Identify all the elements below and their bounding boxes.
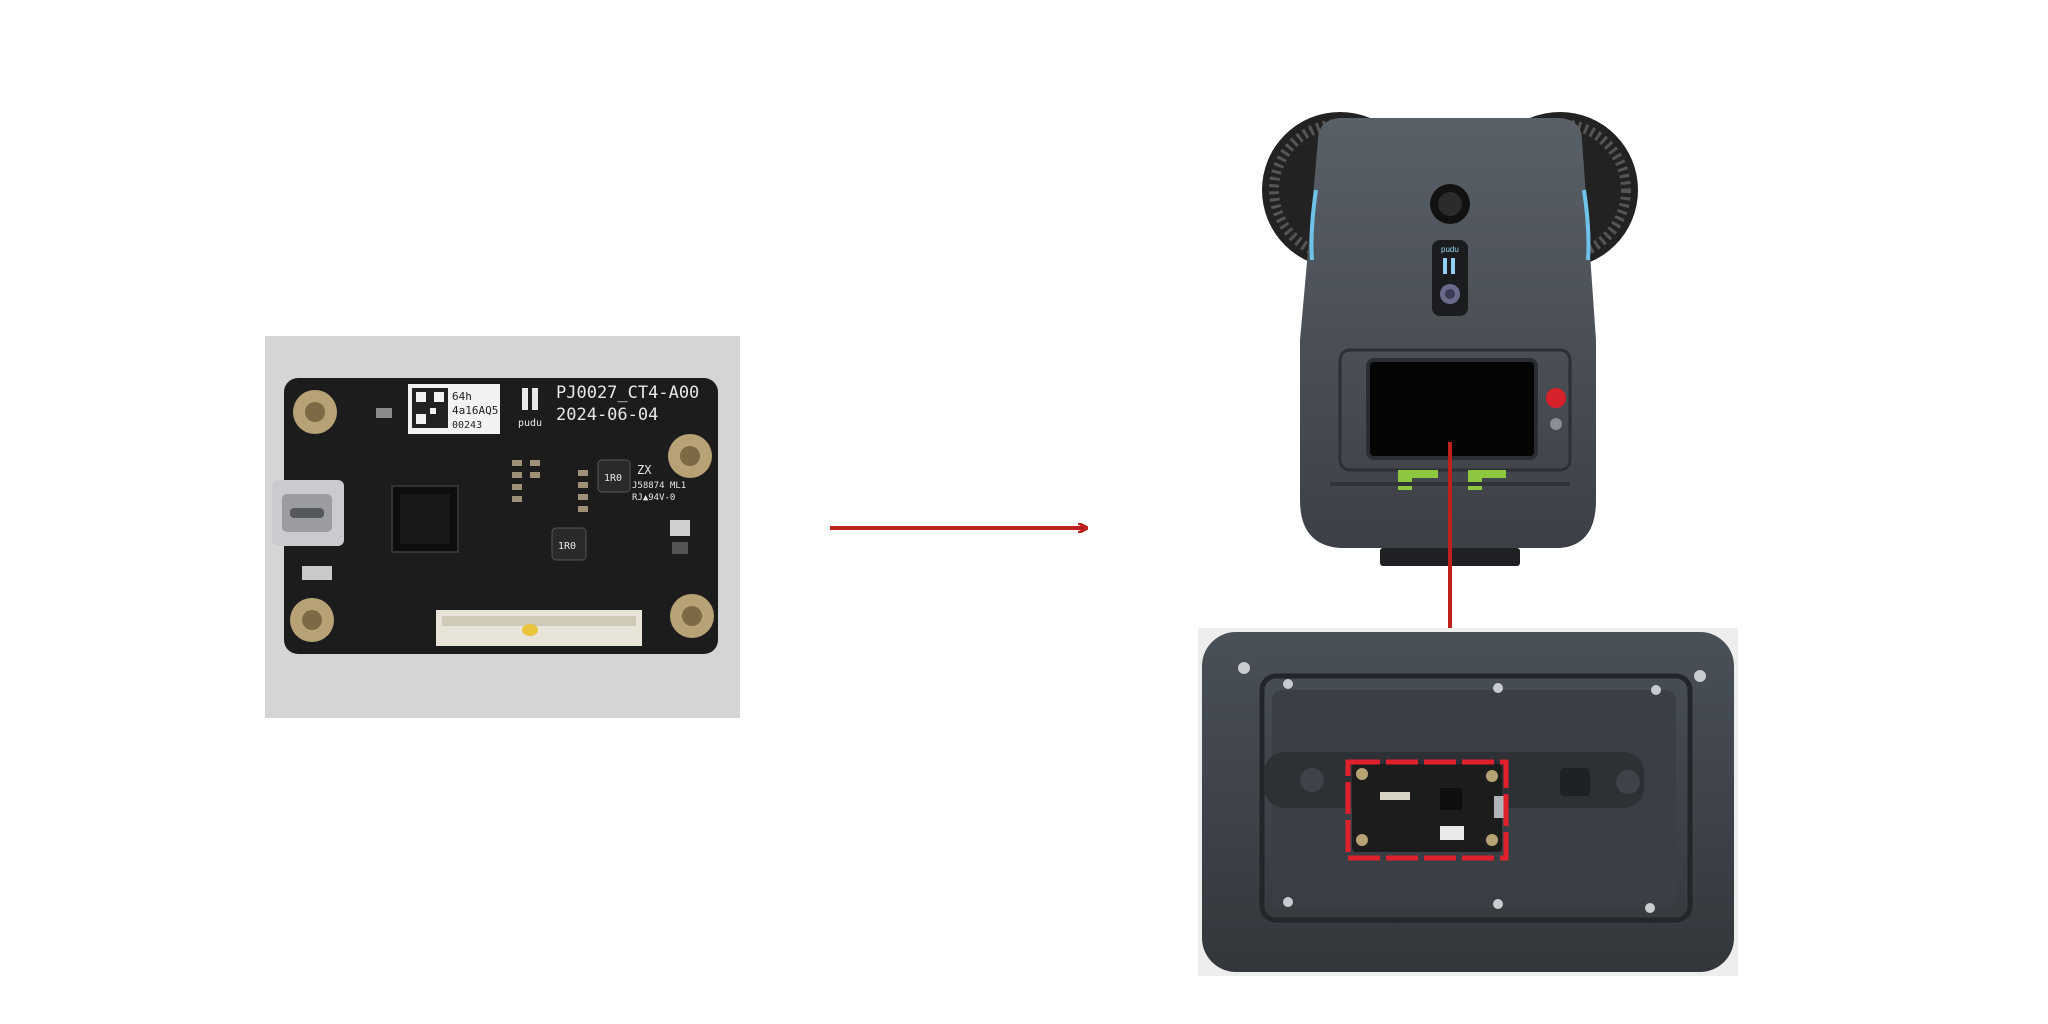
fpc-connector — [436, 610, 642, 646]
pcb-photo: 64h 4a16AQ5 00243 pudu PJ0027_CT4-A00 20… — [265, 336, 740, 718]
pcb-board — [284, 378, 718, 654]
emergency-stop-button — [1546, 388, 1566, 430]
usb-c-port — [272, 480, 344, 546]
pcb-brand: pudu — [518, 418, 542, 429]
main-chip — [391, 485, 459, 553]
pcb-date: 2024-06-04 — [556, 405, 658, 425]
pcb-location-highlight — [1345, 759, 1509, 861]
inductor-top-label: 1R0 — [604, 473, 622, 484]
qr-label: 64h 4a16AQ5 00243 — [408, 384, 500, 434]
inductor-mid: 1R0 — [551, 527, 587, 561]
pcb-part-number: PJ0027_CT4-A00 — [556, 383, 699, 403]
inductor-top: 1R0 — [597, 459, 631, 493]
pcb-marking-zx: ZX — [637, 463, 652, 477]
robot-logo-panel: pudu — [1432, 240, 1468, 316]
robot-brand: pudu — [1441, 245, 1459, 254]
smd-components — [302, 408, 690, 580]
accent-light-left — [1309, 189, 1318, 261]
pcb-marking-cert: RJ▲94V-0 — [632, 493, 675, 503]
qr-label-line3: 00243 — [452, 420, 482, 431]
pudu-logo: pudu — [518, 388, 542, 429]
display-back-plate — [1198, 628, 1738, 976]
mounting-holes — [290, 390, 714, 642]
qr-label-line2: 4a16AQ5 — [452, 404, 498, 417]
accent-light-right — [1582, 189, 1591, 261]
robot-rear-view: pudu — [1262, 112, 1638, 566]
pcb-marking-batch: J58874 ML1 — [632, 481, 686, 491]
screws — [1238, 662, 1706, 913]
qr-label-line1: 64h — [452, 390, 472, 403]
back-plate-frame — [1259, 673, 1693, 923]
installed-pcb — [1352, 764, 1506, 852]
inductor-mid-label: 1R0 — [558, 541, 576, 552]
